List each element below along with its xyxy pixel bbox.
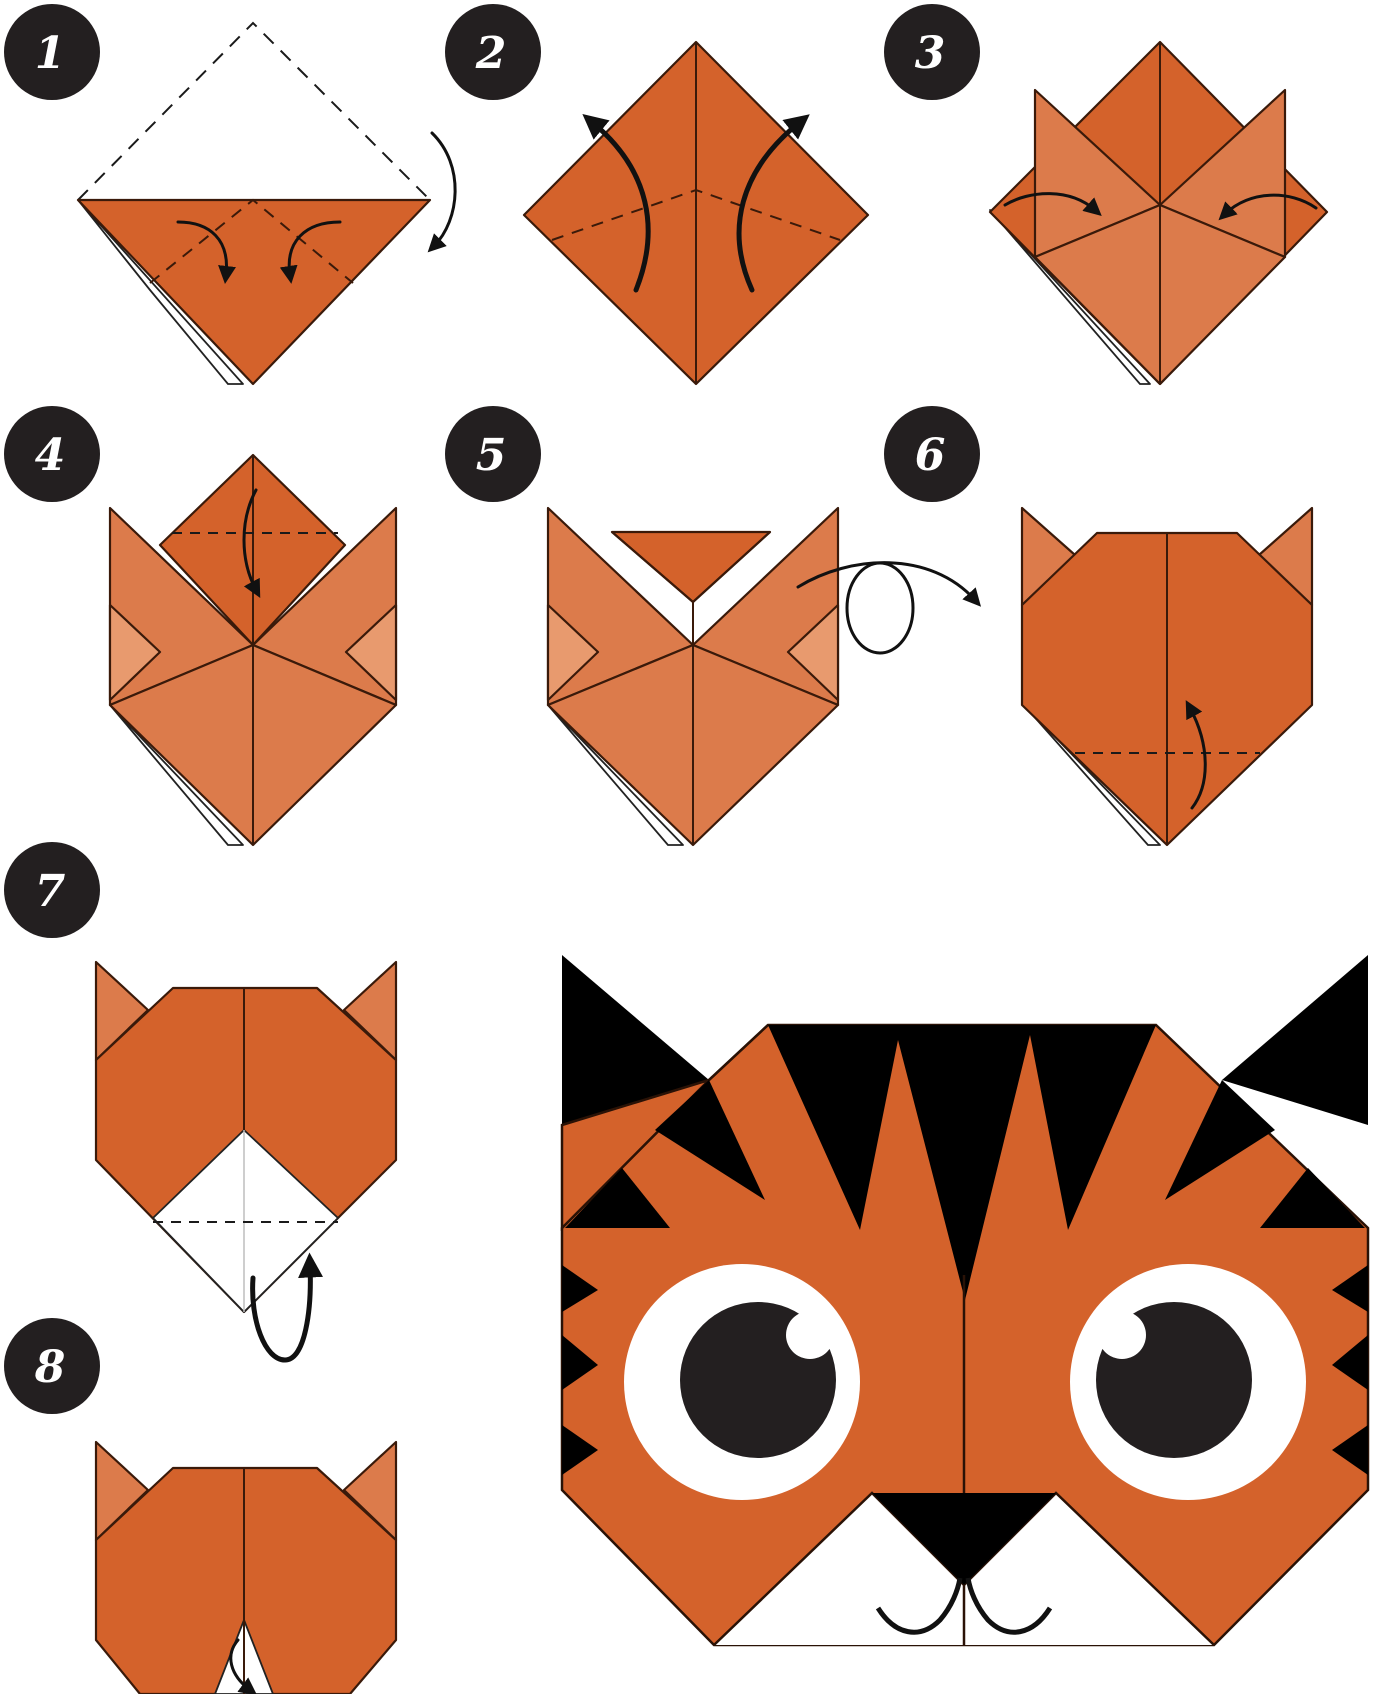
step-4-number: 4 <box>35 430 66 481</box>
left-eye <box>624 1264 860 1500</box>
step-6-badge: 6 <box>884 406 980 502</box>
step-6-diagram <box>1022 508 1312 845</box>
step-2-diagram <box>524 42 868 384</box>
step-4-badge: 4 <box>4 406 100 502</box>
fold-down-arrow-icon <box>432 133 455 246</box>
step-2-number: 2 <box>475 28 507 79</box>
right-eye <box>1070 1264 1306 1500</box>
step-6-number: 6 <box>915 430 946 481</box>
step-7-badge: 7 <box>4 842 100 938</box>
step-2-badge: 2 <box>445 4 541 100</box>
step-1-badge: 1 <box>4 4 100 100</box>
right-ear <box>1222 955 1368 1125</box>
step-5-number: 5 <box>476 430 507 481</box>
step-8-badge: 8 <box>4 1318 100 1414</box>
step-1-number: 1 <box>35 28 66 79</box>
step-1-diagram <box>78 23 455 384</box>
step-8-number: 8 <box>34 1342 66 1393</box>
step-3-diagram <box>990 42 1327 384</box>
turn-over-loop-icon <box>847 563 913 653</box>
step-7-diagram <box>96 962 396 1360</box>
step-5-badge: 5 <box>445 406 541 502</box>
step-3-number: 3 <box>915 28 946 79</box>
step-5-diagram <box>548 508 975 845</box>
step-7-number: 7 <box>35 866 66 917</box>
step-8-diagram <box>96 1442 396 1694</box>
step-4-diagram <box>110 455 396 845</box>
step-3-badge: 3 <box>884 4 980 100</box>
finished-tiger-face <box>562 955 1368 1645</box>
